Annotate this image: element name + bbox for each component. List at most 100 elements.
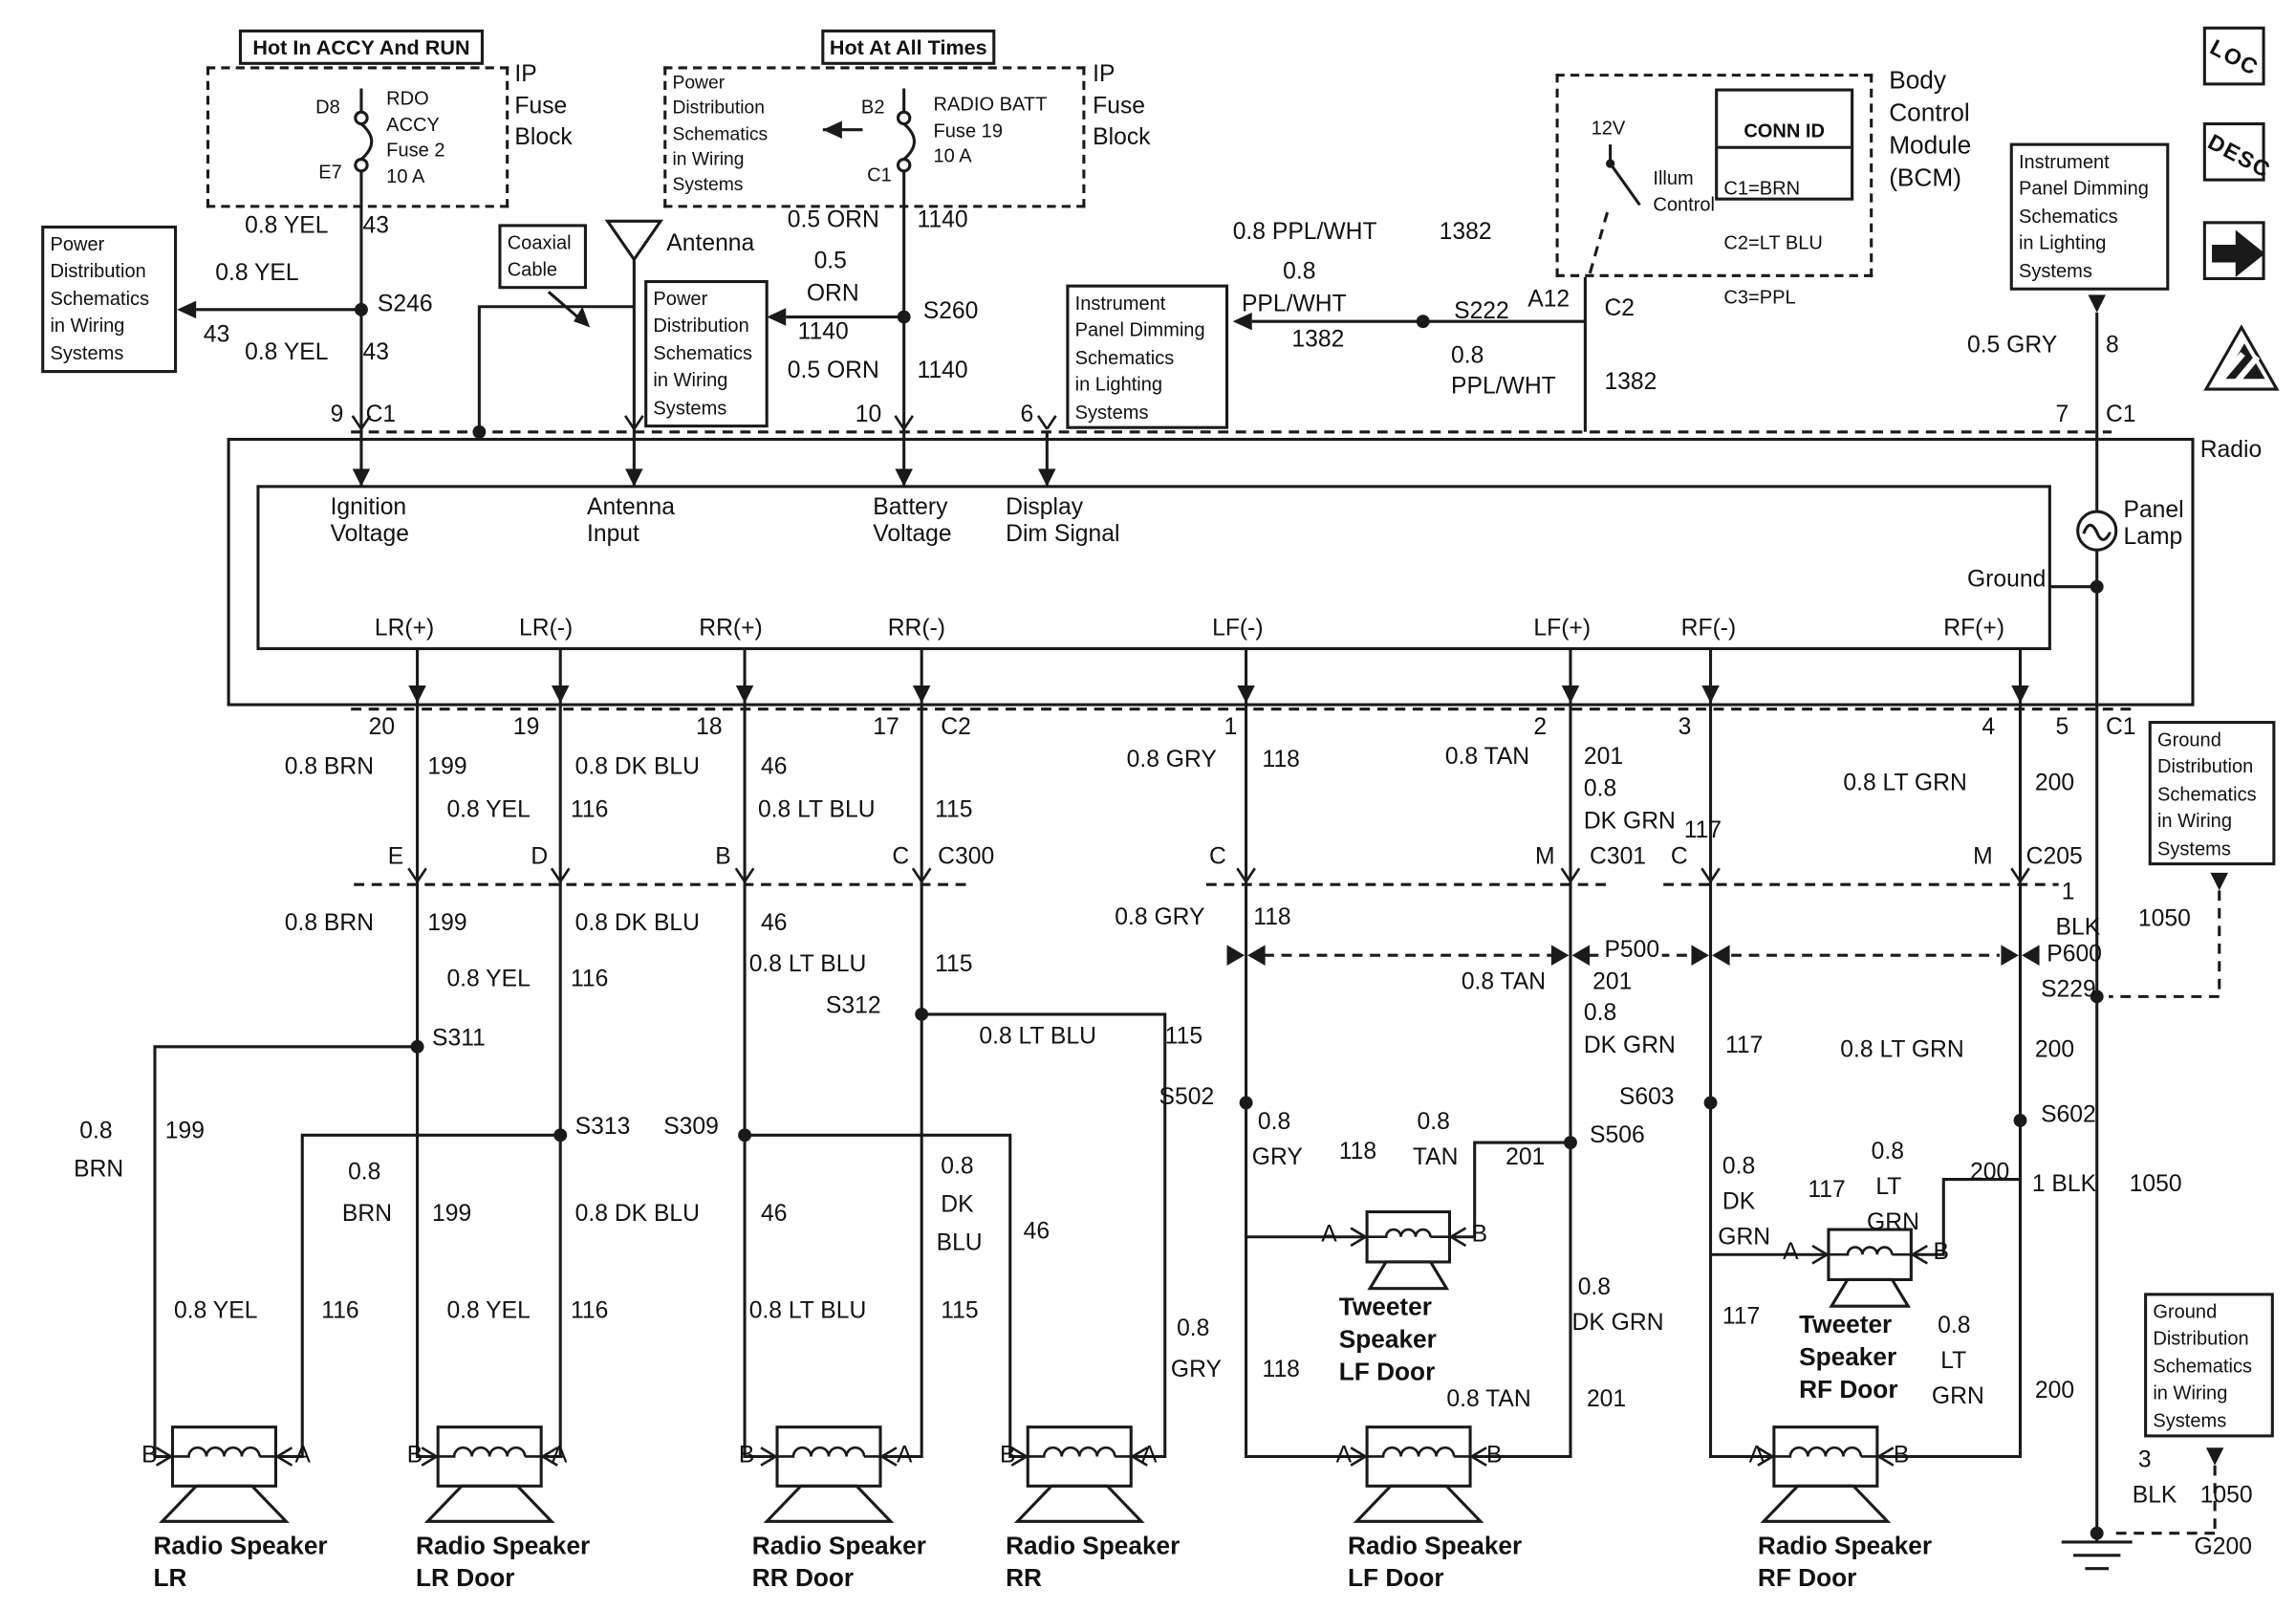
arrow-down-icon (2205, 1447, 2224, 1466)
splice-dot (2013, 1113, 2027, 1127)
wire-label: 0.8 DK BLU (574, 754, 700, 780)
wire-label: 0.8 BRN (284, 910, 375, 937)
arrow-down-icon (1237, 685, 1255, 704)
splice-dot (2090, 990, 2104, 1004)
connector-crossing-icon (911, 867, 932, 882)
circuit-number: 1050 (2137, 906, 2191, 932)
splice-dot (355, 302, 368, 316)
wire-label: 0.8 YEL (215, 260, 299, 287)
pin-number: 6 (1020, 402, 1034, 428)
wire-label: 0.8 DK BLU (574, 910, 700, 937)
wire-label: LT (1875, 1174, 1902, 1201)
connector-pin-letter: M (1534, 844, 1555, 870)
pin-number: 5 (2055, 714, 2069, 741)
connector-crossing-icon (351, 415, 372, 430)
wire-label: 0.8 (79, 1119, 113, 1144)
splice-label: S602 (2041, 1102, 2096, 1128)
terminal-arrow-icon (274, 1447, 293, 1467)
speaker-name: Radio Speaker (1757, 1532, 1933, 1560)
wire-label: BLU (936, 1230, 983, 1256)
speaker-name: Radio Speaker (1348, 1532, 1523, 1560)
speaker-symbol (1013, 1425, 1145, 1523)
wire-label: 1 BLK (2031, 1171, 2097, 1198)
wire-label: GRY (1251, 1145, 1303, 1171)
circuit-number: 199 (164, 1119, 205, 1144)
wire-label: 0.8 (1451, 343, 1484, 369)
splice-dot (553, 1128, 568, 1142)
splice-dot (738, 1128, 752, 1142)
conn-id-row: C2=LT BLU (1723, 231, 1823, 254)
terminal-label: A (1783, 1239, 1799, 1266)
connector-label: A12 (1527, 287, 1570, 313)
terminal-label: B (999, 1443, 1016, 1469)
inline-connector-icon (1550, 945, 1570, 967)
arrow-down-icon (2210, 872, 2229, 891)
radio-io-label: RR(+) (699, 616, 763, 642)
arrow-down-icon (1038, 468, 1056, 487)
circuit-number: 200 (2034, 771, 2075, 796)
arrow-down-icon (735, 685, 754, 704)
wire-label: 0.8 (1257, 1110, 1291, 1136)
pin-number: 7 (2055, 402, 2069, 428)
arrow-down-icon (408, 685, 426, 704)
wire-label: 0.8 (941, 1154, 974, 1180)
circuit-number: 118 (1262, 1358, 1300, 1383)
arrow-down-icon (551, 685, 570, 704)
circuit-number: 46 (761, 1201, 788, 1227)
arrow-left-icon (177, 300, 197, 319)
ip-fuse-block-mid (663, 66, 1086, 208)
pin-number: 1 (1224, 714, 1238, 741)
radio-io-label: Battery (873, 495, 948, 521)
circuit-number: 201 (1586, 1387, 1627, 1413)
wire-label: PPL/WHT (1241, 292, 1347, 317)
radio-label: Radio (2199, 437, 2263, 464)
circuit-number: 199 (432, 1201, 472, 1227)
radio-io-label: Dim Signal (1006, 521, 1120, 548)
wire-label: 0.8 YEL (245, 213, 329, 239)
circuit-number: 115 (935, 797, 973, 823)
circuit-number: 117 (1722, 1304, 1761, 1330)
conn-id-row: C3=PPL (1723, 286, 1796, 309)
circuit-number: 1140 (917, 358, 968, 383)
coaxial-cable-label: Coaxial Cable (498, 224, 587, 290)
pin-number: 9 (330, 402, 344, 428)
fuse-terminal: D8 (315, 96, 340, 119)
circuit-number: 116 (571, 797, 609, 823)
circuit-number: 115 (941, 1298, 979, 1324)
wire-label: GRN (1931, 1383, 1984, 1410)
radio-io-label: Voltage (873, 521, 952, 548)
connector-crossing-icon (407, 867, 427, 882)
wire-label: 0.8 (1722, 1154, 1756, 1180)
radio-box (256, 485, 2051, 651)
inline-connector-icon (2022, 945, 2040, 967)
wire-label: 0.5 ORN (787, 207, 879, 233)
circuit-number: 201 (1592, 969, 1633, 995)
pin-number: 2 (1533, 714, 1548, 741)
loc-icon: LOC (2202, 26, 2265, 86)
wire-label: DK (941, 1192, 974, 1218)
wire-label: 0.8 (1417, 1110, 1450, 1136)
splice-label: S603 (1618, 1084, 1675, 1111)
pin-number: 19 (512, 714, 540, 741)
wire-label: 0.8 GRY (1126, 747, 1217, 773)
wire-label: 0.8 YEL (245, 340, 329, 366)
hot-in-accy-run-label: Hot In ACCY And RUN (238, 29, 485, 65)
splice-label: S506 (1590, 1123, 1645, 1149)
circuit-number: 118 (1262, 747, 1300, 773)
wire-label: 0.8 (1583, 1001, 1617, 1027)
pin-number: 20 (368, 714, 396, 741)
connector-crossing-icon (1700, 867, 1721, 882)
splice-label: S312 (825, 993, 881, 1019)
power-distribution-ref-in-fuse: Power Distribution Schematics in Wiring … (672, 72, 769, 195)
wire-label: 0.8 TAN (1444, 744, 1530, 770)
speaker-name: RF Door (1799, 1375, 1898, 1403)
speaker-symbol (763, 1425, 895, 1523)
connector-label: P500 (1601, 938, 1663, 965)
radio-box (227, 437, 2195, 707)
connector-label: C1 (365, 402, 397, 428)
splice-dot (1703, 1096, 1718, 1110)
splice-dot (2090, 579, 2104, 594)
splice-label: S309 (663, 1114, 719, 1140)
wire-label: 0.8 (1283, 259, 1316, 285)
connector-label: C300 (938, 844, 995, 870)
